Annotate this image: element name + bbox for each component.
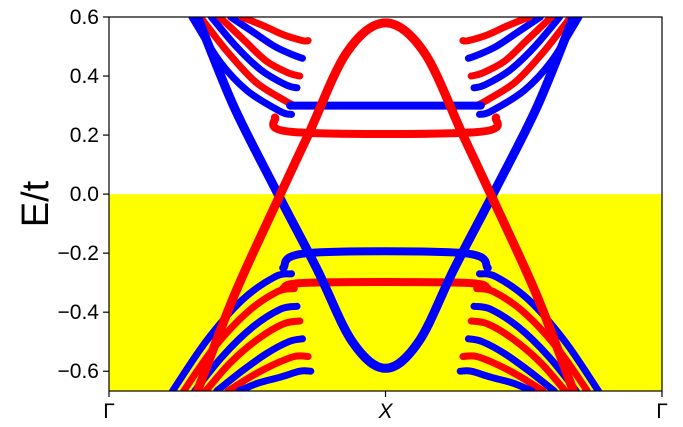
blue-bulk-band-10 [227,17,306,62]
blue-bulk-band-20 [191,302,301,391]
red-flat-band-3 [279,277,492,293]
y-tick-label-4: −0.2 [58,242,99,265]
y-tick-label-2: 0.2 [70,124,99,147]
red-bulk-band-21 [202,317,304,391]
blue-bulk-band-24 [235,367,315,391]
blue-bulk-band-25 [476,270,602,391]
blue-bulk-band-27 [470,302,580,391]
y-tick-label-1: 0.4 [70,65,100,88]
x-tick-label-1: X [377,400,393,423]
y-axis-title: E/t [15,180,57,227]
y-axis: 0.6 0.4 0.2 0.0 −0.2 −0.4 −0.6 [58,6,109,383]
red-bulk-band-30 [459,352,547,391]
blue-edge-band-0 [193,17,578,373]
plot-area [108,16,663,392]
red-bulk-band-23 [224,352,312,391]
blue-bulk-band-14 [470,17,564,92]
series-layer [169,17,602,391]
red-bulk-band-28 [467,317,569,391]
blue-bulk-band-22 [213,335,306,391]
y-tick-label-5: −0.4 [58,301,100,324]
red-bulk-band-9 [216,17,304,80]
blue-bulk-band-16 [464,17,544,62]
blue-bulk-band-31 [456,367,536,391]
y-tick-label-0: 0.6 [70,6,99,29]
blue-bulk-band-8 [207,17,301,92]
red-flat-band-4 [269,113,502,138]
y-tick-label-6: −0.6 [58,360,99,383]
red-edge-band-1 [193,18,578,391]
y-tick-label-3: 0.0 [70,183,99,206]
blue-bulk-band-29 [464,335,558,391]
blue-bulk-band-18 [169,270,295,391]
x-tick-label-0: Γ [103,400,115,423]
x-tick-label-2: Γ [656,400,668,423]
red-bulk-band-11 [238,17,312,45]
occupied-region-shading [109,194,662,391]
red-bulk-band-17 [459,17,533,45]
red-bulk-band-15 [467,17,555,80]
blue-flat-band-2 [279,247,492,272]
